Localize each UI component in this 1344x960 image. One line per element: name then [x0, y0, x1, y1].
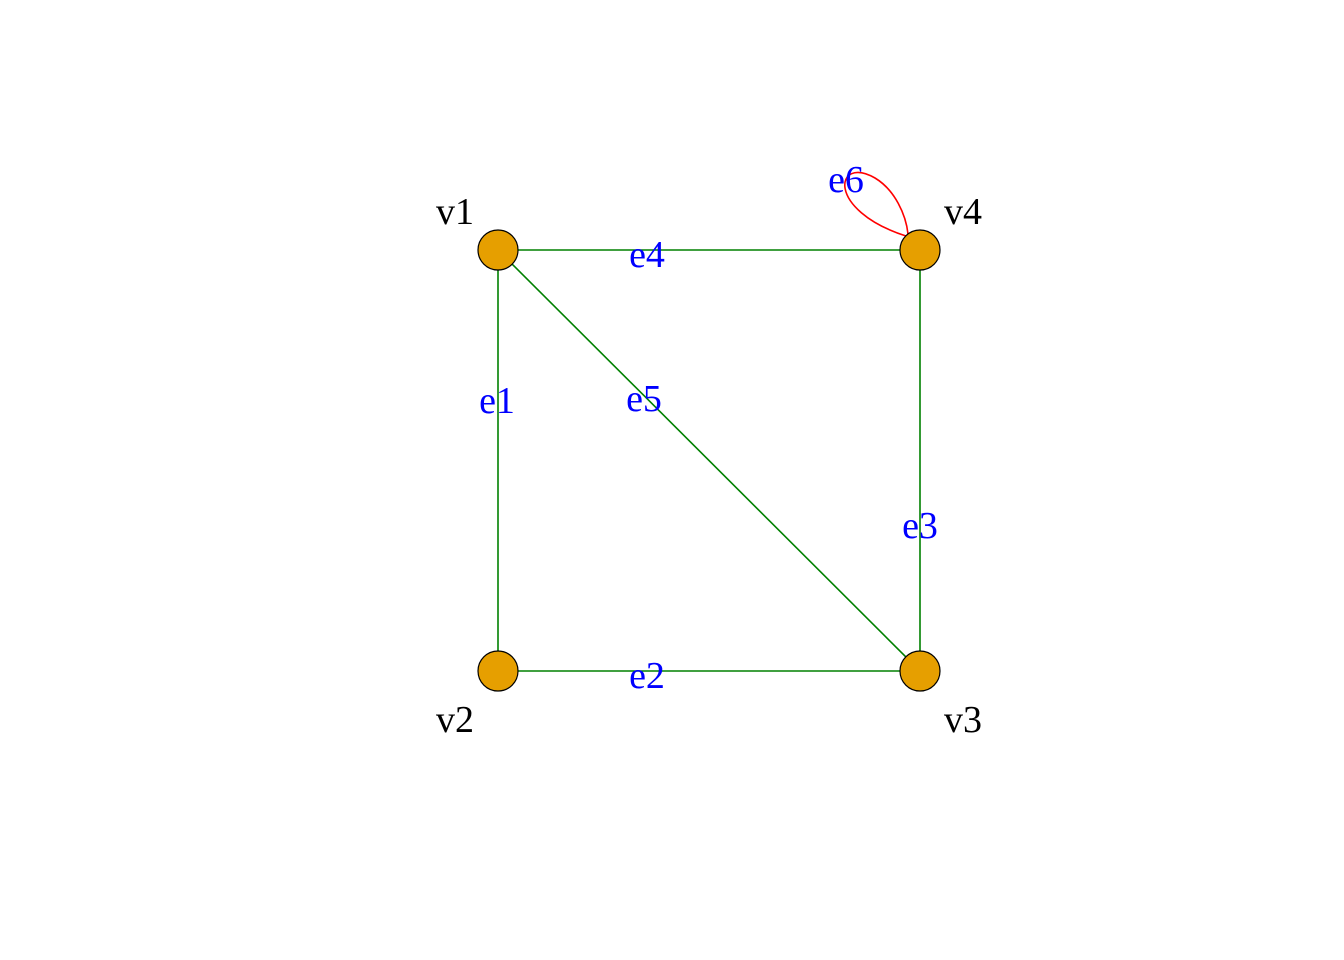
vertex-v1	[477, 229, 519, 271]
edge-label-e5: e5	[626, 378, 662, 420]
edges-layer	[497, 171, 921, 672]
vertex-label-v1: v1	[436, 191, 474, 233]
vertex-v3	[899, 650, 941, 692]
labels-layer: e1 e2 e3 e4 e5 e6 v1 v2 v3 v4	[436, 159, 982, 741]
vertex-label-v4: v4	[944, 191, 982, 233]
vertices-layer	[477, 229, 941, 692]
edge-label-e6: e6	[828, 159, 864, 201]
vertex-label-v3: v3	[944, 699, 982, 741]
vertex-v4	[899, 229, 941, 271]
vertex-label-v2: v2	[436, 699, 474, 741]
edge-label-e4: e4	[629, 234, 665, 276]
edge-e5	[497, 249, 921, 672]
edge-label-e2: e2	[629, 655, 665, 697]
edge-label-e3: e3	[902, 505, 938, 547]
edge-label-e1: e1	[479, 380, 515, 422]
vertex-v2	[477, 650, 519, 692]
edge-e6	[844, 171, 909, 237]
